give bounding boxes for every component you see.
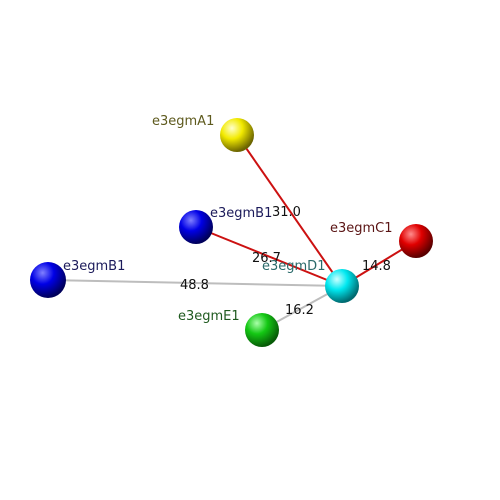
node-sphere-a1[interactable]	[220, 118, 254, 152]
edge-d1-b1-upper	[195, 226, 343, 287]
distance-label-d1-e1: 16.2	[285, 303, 314, 318]
node-labels: e3egmA1 e3egmB1 e3egmC1 e3egmD1 e3egmB1 …	[63, 114, 393, 324]
nodes-layer	[30, 118, 433, 347]
node-sphere-b1-upper[interactable]	[179, 210, 213, 244]
node-sphere-d1[interactable]	[325, 269, 359, 303]
node-label-b1-upper: e3egmB1	[210, 206, 272, 221]
node-label-a1: e3egmA1	[152, 114, 214, 129]
node-sphere-e1[interactable]	[245, 313, 279, 347]
node-label-c1: e3egmC1	[330, 221, 393, 236]
node-sphere-c1[interactable]	[399, 224, 433, 258]
edge-d1-a1	[236, 134, 343, 287]
distance-label-d1-b1-upper: 26.7	[252, 251, 281, 266]
node-sphere-b1-left[interactable]	[30, 262, 66, 298]
node-label-d1: e3egmD1	[262, 259, 325, 274]
node-label-b1-left: e3egmB1	[63, 259, 125, 274]
distance-labels: 31.0 26.7 14.8 48.8 16.2	[180, 205, 391, 318]
node-label-e1: e3egmE1	[178, 309, 240, 324]
edge-d1-b1-left	[47, 279, 343, 287]
distance-label-d1-b1-left: 48.8	[180, 278, 209, 293]
distance-label-d1-a1: 31.0	[272, 205, 301, 220]
distance-label-d1-c1: 14.8	[362, 259, 391, 274]
